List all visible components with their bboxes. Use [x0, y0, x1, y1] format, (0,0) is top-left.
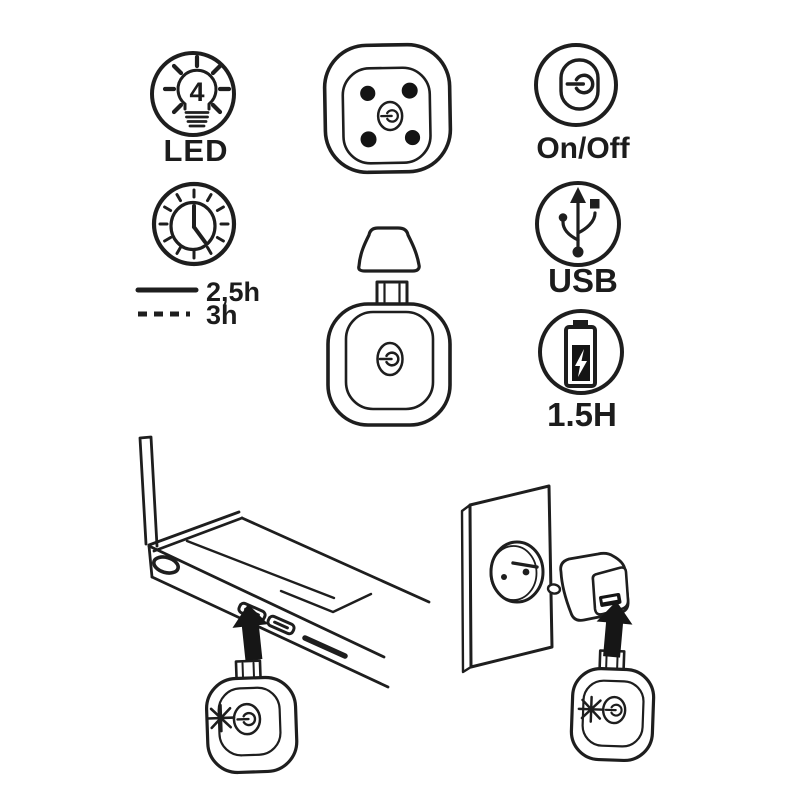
lightning-bolt-icon: [575, 349, 587, 377]
led-dot: [401, 82, 418, 99]
laptop-usb-port: [266, 614, 296, 636]
timer-clock-icon: [151, 181, 237, 267]
power-button: [376, 341, 404, 377]
led-count-icon: 4 LED: [150, 51, 236, 168]
laptop-illustration: [138, 435, 431, 689]
runtime-dashed-label: 3h: [206, 300, 238, 330]
night-light-device: [204, 659, 299, 775]
wall-charger-insertion-illustration: [460, 484, 656, 763]
battery-charging-icon: 1.5H: [538, 309, 624, 433]
led-dot: [360, 85, 376, 101]
led-label: LED: [164, 133, 229, 168]
wall-plate: [460, 484, 554, 674]
power-button: [601, 695, 627, 725]
light-rays: [162, 54, 232, 115]
usb-icon: USB: [535, 181, 621, 299]
led-dots: [360, 82, 421, 148]
usb-trident: [558, 187, 600, 258]
light-on-starburst-icon: [577, 695, 606, 724]
usb-connector: [375, 280, 409, 306]
light-on-starburst-icon: [206, 703, 236, 733]
side-port: [152, 555, 180, 575]
usb-connector: [234, 659, 262, 682]
usb-wall-charger: [546, 551, 630, 622]
laptop-usb-insertion-illustration: [138, 435, 431, 775]
light-bulb-icon: 4: [162, 54, 232, 128]
led-dot: [404, 129, 421, 146]
clock-tick-marks: [158, 188, 230, 260]
charge-time-label: 1.5H: [547, 396, 617, 433]
device-top-view: [322, 42, 453, 175]
clock-hands: [192, 204, 207, 244]
usb-label: USB: [548, 262, 618, 299]
vent-slot: [302, 635, 348, 659]
led-dot: [360, 131, 377, 148]
runtime-solid-label: 2,5h: [206, 277, 260, 307]
on-off-icon: On/Off: [534, 43, 631, 165]
power-button: [376, 100, 404, 132]
diffuser-cap: [357, 226, 421, 273]
on-off-label: On/Off: [536, 132, 630, 165]
socket: [489, 540, 545, 604]
night-light-device: [569, 649, 656, 763]
insert-arrow-icon: [230, 602, 272, 662]
power-button: [232, 702, 262, 736]
device-side-view: [326, 226, 452, 427]
led-count-value: 4: [189, 77, 204, 107]
runtime-legend: 2,5h 3h: [135, 277, 260, 330]
